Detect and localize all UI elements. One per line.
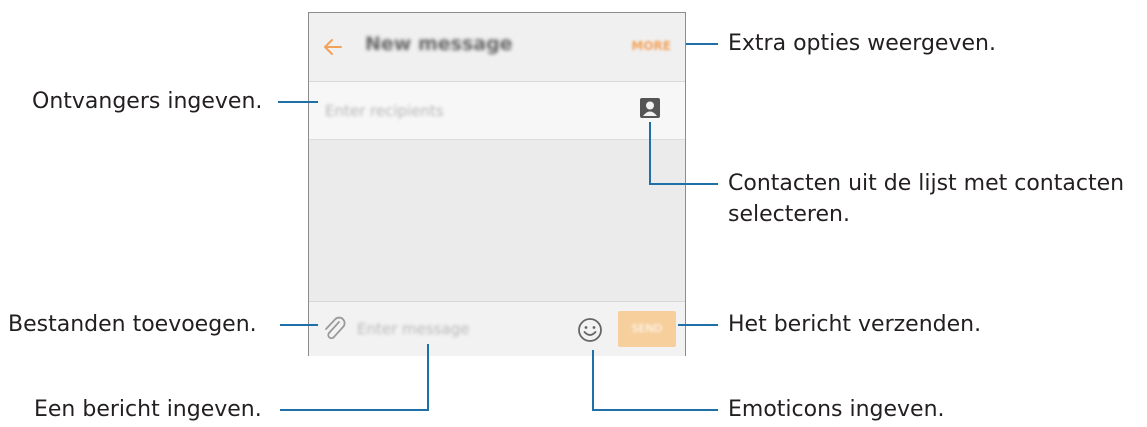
callout-select-contacts-line2: selecteren. bbox=[728, 202, 850, 227]
back-arrow-icon[interactable] bbox=[321, 35, 345, 59]
smiley-icon[interactable] bbox=[575, 315, 605, 345]
send-label: SEND bbox=[631, 322, 663, 335]
contact-picker-icon[interactable] bbox=[639, 97, 661, 119]
more-button[interactable]: MORE bbox=[631, 39, 671, 53]
callout-select-contacts-line1: Contacten uit de lijst met contacten bbox=[728, 171, 1125, 196]
message-thread-area bbox=[309, 140, 685, 301]
message-input[interactable]: Enter message bbox=[357, 320, 470, 338]
recipients-placeholder: Enter recipients bbox=[325, 102, 444, 120]
send-button[interactable]: SEND bbox=[618, 311, 676, 347]
phone-screen: New message MORE Enter recipients Enter … bbox=[308, 12, 686, 356]
callout-enter-recipients: Ontvangers ingeven. bbox=[32, 89, 263, 114]
leader-message bbox=[280, 344, 429, 411]
callout-more-options: Extra opties weergeven. bbox=[728, 31, 996, 56]
screen-title: New message bbox=[365, 33, 513, 55]
app-bar: New message MORE bbox=[309, 13, 685, 82]
leader-emoticons bbox=[592, 350, 718, 411]
compose-bar: Enter message SEND bbox=[309, 301, 685, 356]
callout-attach-files: Bestanden toevoegen. bbox=[8, 312, 257, 337]
callout-send-message: Het bericht verzenden. bbox=[728, 312, 982, 337]
recipients-field[interactable]: Enter recipients bbox=[309, 82, 685, 140]
callout-enter-emoticons: Emoticons ingeven. bbox=[728, 397, 945, 422]
leader-contacts bbox=[649, 122, 718, 185]
paperclip-icon[interactable] bbox=[319, 314, 349, 344]
callout-enter-message: Een bericht ingeven. bbox=[34, 397, 262, 422]
